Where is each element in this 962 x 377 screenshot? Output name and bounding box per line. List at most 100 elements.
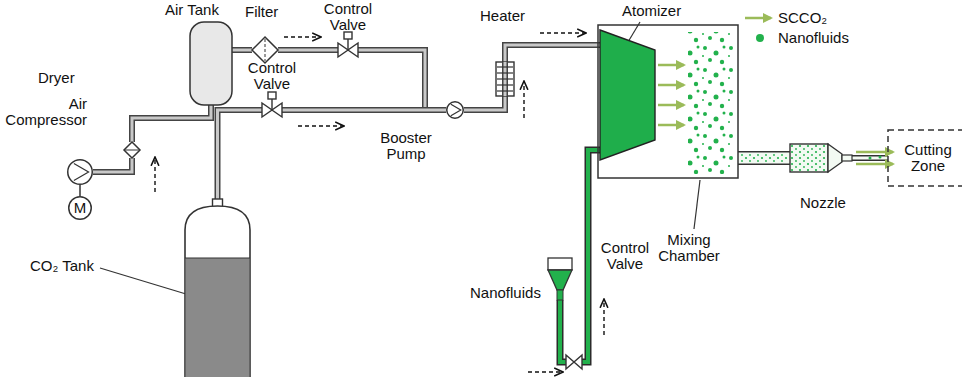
pipe-stroke xyxy=(132,105,211,142)
heater-coil-part xyxy=(496,62,514,96)
pipe-stroke xyxy=(582,150,600,362)
component-label: Control Valve xyxy=(242,60,302,92)
pump-symbol-part xyxy=(451,104,461,116)
component-label: Nanofluids xyxy=(470,285,541,301)
component-label: Mixing Chamber xyxy=(656,232,722,264)
motor-symbol: M xyxy=(68,196,92,220)
dryer-symbol: Dryer xyxy=(124,142,140,158)
leader-line xyxy=(100,268,186,294)
pipe-stroke xyxy=(464,96,505,110)
nozzle-body-part xyxy=(828,144,842,172)
pipe-connector xyxy=(218,110,263,200)
pipe-stroke xyxy=(282,109,446,112)
gas-cylinder-part xyxy=(185,257,250,258)
gas-cylinder: CO₂ Tank xyxy=(185,200,250,377)
pipe-stroke xyxy=(852,157,888,160)
component-label: CO₂ Tank xyxy=(30,258,94,274)
air-tank-part xyxy=(190,22,232,105)
control-valve-outline xyxy=(338,43,358,57)
heater-coil-part xyxy=(497,84,513,85)
flow-arrow xyxy=(154,158,155,192)
scco2-arrow xyxy=(658,104,684,107)
target-zone: Cutting Zone xyxy=(888,130,962,186)
dryer-symbol-part xyxy=(124,142,140,158)
pipe-stroke xyxy=(738,153,790,164)
pipe-stroke xyxy=(93,158,132,172)
component-label: Air Compressor xyxy=(1,96,87,128)
gas-cylinder-part xyxy=(185,206,250,377)
heater-coil: Heater xyxy=(496,62,514,96)
nozzle-body: Nozzle xyxy=(790,144,852,172)
legend-label: SCCO₂ xyxy=(778,10,827,26)
pipe-connector xyxy=(80,185,81,196)
pipe-connector xyxy=(132,105,211,142)
nanofluid-reservoir: Nanofluids xyxy=(548,258,572,300)
component-label: Filter xyxy=(245,4,278,20)
pipe-stroke xyxy=(464,96,505,110)
pipe-connector xyxy=(505,45,600,62)
pipe-connector xyxy=(93,158,132,172)
dryer-symbol-part xyxy=(124,150,140,151)
legend-dot-swatch xyxy=(756,34,764,42)
heater-coil-part xyxy=(497,72,513,73)
pipe-stroke xyxy=(852,155,888,161)
nanofluid-reservoir-part xyxy=(557,290,563,300)
component-label: Heater xyxy=(480,8,525,24)
component-label: Control Valve xyxy=(597,240,653,272)
pipe-stroke xyxy=(278,47,338,53)
scco2-arrow xyxy=(658,124,684,127)
pipe-connector xyxy=(282,110,446,111)
pipe-stroke xyxy=(218,110,263,200)
air-tank: Air Tank xyxy=(190,22,232,105)
component-label: Control Valve xyxy=(318,1,378,33)
pipe-stroke xyxy=(505,45,600,62)
pipe-connector xyxy=(464,96,505,110)
motor-symbol-part xyxy=(69,197,92,220)
pipe-connector xyxy=(278,50,338,51)
pipe-stroke xyxy=(232,47,252,53)
component-label: Dryer xyxy=(38,70,75,86)
atomizer-shape: Atomizer xyxy=(600,30,655,160)
nozzle-body-part xyxy=(790,144,828,172)
nanofluid-reservoir-part xyxy=(548,258,572,270)
target-zone-part xyxy=(888,130,962,186)
flow-arrow xyxy=(284,36,320,37)
pipe-stroke xyxy=(505,45,600,62)
heater-coil-part xyxy=(497,78,513,79)
nanofluid-reservoir-part xyxy=(548,270,572,290)
pipe-stroke xyxy=(93,158,132,172)
component-label: Nozzle xyxy=(800,195,846,211)
scco2-arrow xyxy=(658,64,684,67)
component-label: Booster Pump xyxy=(374,130,438,162)
mixing-chamber-box-part xyxy=(598,25,738,178)
heater-coil-part xyxy=(497,66,513,67)
filter-symbol-part xyxy=(265,39,266,61)
pipe-stroke xyxy=(358,50,446,110)
legend-arrow-swatch xyxy=(745,17,771,20)
control-valve-part xyxy=(271,99,272,110)
component-label: Cutting Zone xyxy=(888,142,962,174)
control-valve: Control Valve xyxy=(566,355,582,369)
control-valve-part xyxy=(566,355,582,369)
pipe-connector xyxy=(232,50,252,51)
component-label: Air Tank xyxy=(165,2,219,18)
nozzle-body-outline xyxy=(790,144,852,172)
pump-symbol-part xyxy=(447,102,464,119)
atomizer-shape-part xyxy=(600,30,655,160)
control-valve-outline xyxy=(566,355,582,369)
compressor-symbol-outline xyxy=(67,159,93,185)
control-valve: Control Valve xyxy=(338,43,358,57)
pipe-stroke xyxy=(358,50,446,110)
control-valve-part xyxy=(268,92,276,99)
pipe-stroke xyxy=(232,49,252,52)
flow-arrow xyxy=(528,371,562,372)
pipe-connector xyxy=(582,150,600,362)
nozzle-body-part xyxy=(842,155,852,161)
nanofluid-dot xyxy=(869,157,872,160)
mixing-chamber-box: Mixing ChamberAtomizer xyxy=(598,25,738,178)
nanofluid-spray xyxy=(688,32,734,174)
compressor-symbol: Air Compressor xyxy=(67,159,93,185)
